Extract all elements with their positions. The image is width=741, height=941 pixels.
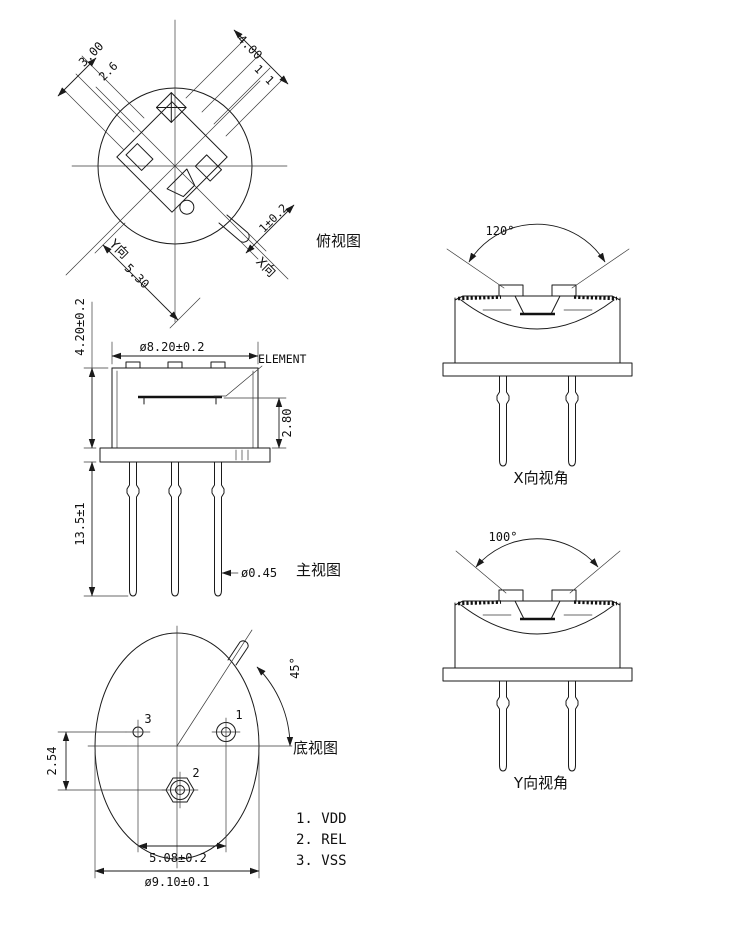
dim-line: [233, 29, 289, 85]
crimp-tab: [210, 361, 226, 369]
pin-3-label: 3: [144, 712, 151, 726]
dim-4-00: 4.00: [235, 32, 265, 62]
pin: [211, 461, 225, 597]
angle-dim-arc: [475, 538, 599, 568]
flange: [99, 447, 271, 463]
index-tab: [227, 640, 249, 666]
element-trapezoid: [166, 168, 196, 198]
dim-5-30: 5.30: [122, 261, 152, 291]
bottom-view-title: 底视图: [293, 739, 338, 757]
pad-right: [194, 154, 222, 182]
ext-line: [65, 91, 125, 151]
fov-line: [571, 248, 630, 289]
ext-line: [225, 79, 283, 137]
top-view-title: 俯视图: [316, 232, 361, 250]
fov-line: [446, 248, 505, 289]
dim-line: [102, 244, 179, 321]
window-square: [155, 92, 187, 123]
dim-line: [57, 57, 97, 97]
dim-pin-pitch: 5.08±0.2: [149, 851, 207, 865]
fov-line: [455, 550, 507, 594]
bottom-view: 45° 3 1 2 2.54 5.08±0.2 ø9.10±0.1: [45, 625, 347, 889]
ext-line: [213, 67, 271, 125]
top-view: 3.00 2.6 4.00 1 1 1±0.2 5.30 Y向 X向 俯视图: [57, 19, 361, 329]
pin-1-label: 1: [235, 708, 242, 722]
dim-tab-angle: 45°: [288, 657, 302, 679]
pin: [126, 461, 140, 597]
legend-rel: 2. REL: [296, 832, 347, 848]
y-view-angle: 100° Y向视角: [441, 530, 634, 792]
index-tab: [218, 214, 250, 243]
can-side-x: [441, 283, 634, 468]
sensor-die-outline: [116, 101, 228, 213]
y-axis-label: Y向: [105, 235, 132, 262]
dim-tab: 1±0.2: [256, 201, 290, 235]
front-view-title: 主视图: [296, 561, 341, 579]
y-axis-diagonal: [65, 80, 261, 276]
legend-vdd: 1. VDD: [296, 811, 347, 827]
dim-element-height: 2.80: [280, 409, 294, 438]
element-callout: ELEMENT: [258, 352, 307, 366]
dim-pin-diameter: ø0.45: [241, 566, 277, 580]
pin-circle: [179, 199, 195, 215]
can-side-y: [441, 588, 634, 773]
leader-line: [213, 365, 263, 397]
dim-line: [245, 204, 295, 254]
dim-base-diameter: ø9.10±0.1: [144, 875, 209, 889]
tab-centerline: [176, 629, 253, 747]
fov-line: [569, 550, 621, 594]
crimp-tab: [167, 361, 183, 369]
y-view-title: Y向视角: [513, 774, 568, 792]
dim-1-right: 1: [262, 73, 277, 88]
crimp-tab: [125, 361, 141, 369]
window-cross: [170, 92, 172, 123]
angle-dim-arc: [256, 666, 294, 747]
pin-2-label: 2: [192, 766, 199, 780]
front-view: ø8.20±0.2 ELEMENT 4.20±0.2 2.80 13.5±1 ø…: [73, 298, 341, 597]
pad-left: [125, 143, 154, 171]
dim-2-6: 2.6: [96, 59, 121, 84]
ext-line: [94, 222, 126, 254]
dim-pin-length: 13.5±1: [73, 502, 87, 545]
ext-line: [185, 39, 245, 99]
angle-dim-arc: [468, 223, 606, 263]
dim-x-fov: 120°: [486, 224, 515, 238]
pin: [168, 461, 182, 597]
x-view-angle: 120° X向视角: [441, 223, 634, 487]
internal-package: [116, 92, 228, 215]
ext-line: [201, 55, 259, 113]
dim-can-diameter: ø8.20±0.2: [139, 340, 204, 354]
dim-y-fov: 100°: [489, 530, 518, 544]
dim-pin-row-pitch: 2.54: [45, 747, 59, 776]
x-view-title: X向视角: [513, 469, 568, 487]
dim-can-height: 4.20±0.2: [73, 298, 87, 356]
ext-line: [169, 297, 201, 329]
legend-vss: 3. VSS: [296, 853, 347, 869]
